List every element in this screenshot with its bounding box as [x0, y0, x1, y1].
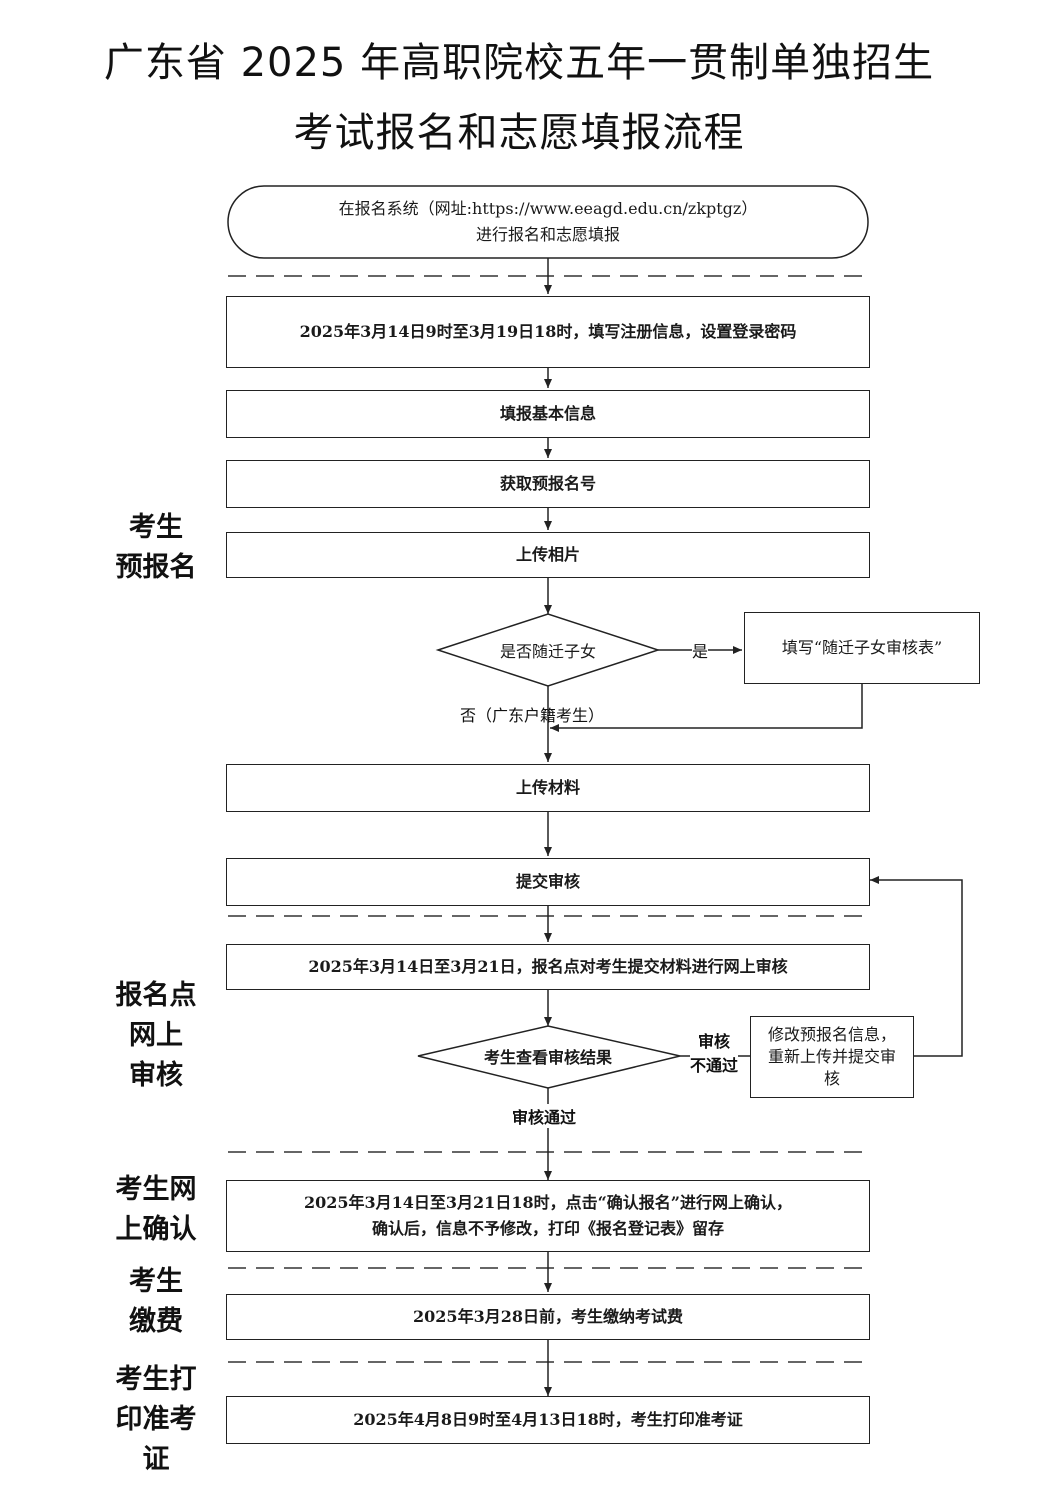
section-label-online-review: 报名点 网上 审核 — [115, 980, 197, 1091]
no-label: 否（广东户籍考生） — [460, 706, 605, 725]
step-pay: 2025年3月28日前，考生缴纳考试费 — [226, 1294, 870, 1340]
yes-label: 是 — [692, 638, 709, 662]
step-register: 2025年3月14日9时至3月19日18时，填写注册信息，设置登录密码 — [226, 296, 870, 368]
step-upload-materials: 上传材料 — [226, 764, 870, 812]
decision-result-diamond — [417, 1025, 681, 1089]
section-label-print-ticket: 考生打 印准考 证 — [115, 1364, 197, 1475]
step-site-review: 2025年3月14日至3月21日，报名点对考生提交材料进行网上审核 — [226, 944, 870, 990]
title-line-1: 广东省 2025 年高职院校五年一贯制单独招生 — [103, 40, 935, 86]
decision-migrant-text: 是否随迁子女 — [499, 642, 596, 661]
section-label-payment: 考生 缴费 — [129, 1266, 183, 1337]
section-label-pre-registration: 考生 预报名 — [115, 512, 197, 583]
decision-result-text: 考生查看审核结果 — [483, 1048, 612, 1067]
start-terminator — [227, 185, 869, 259]
section-label-online-confirm: 考生网 上确认 — [115, 1174, 197, 1245]
pass-label: 审核通过 — [512, 1104, 577, 1128]
step-submit-review: 提交审核 — [226, 858, 870, 906]
decision-migrant-diamond — [435, 613, 661, 687]
title-line-2: 考试报名和志愿填报流程 — [293, 110, 745, 156]
start-text: 在报名系统（网址:https://www.eeagd.edu.cn/zkptgz… — [338, 199, 758, 244]
step-modify-resubmit: 修改预报名信息， 重新上传并提交审 核 — [750, 1016, 914, 1098]
fail-label: 审核 不通过 — [690, 1030, 739, 1078]
step-basic-info: 填报基本信息 — [226, 390, 870, 438]
step-fill-migrant-form: 填写“随迁子女审核表” — [744, 612, 980, 684]
step-print: 2025年4月8日9时至4月13日18时，考生打印准考证 — [226, 1396, 870, 1444]
step-upload-photo: 上传相片 — [226, 532, 870, 578]
step-confirm: 2025年3月14日至3月21日18时，点击“确认报名”进行网上确认， 确认后，… — [226, 1180, 870, 1252]
step-get-number: 获取预报名号 — [226, 460, 870, 508]
